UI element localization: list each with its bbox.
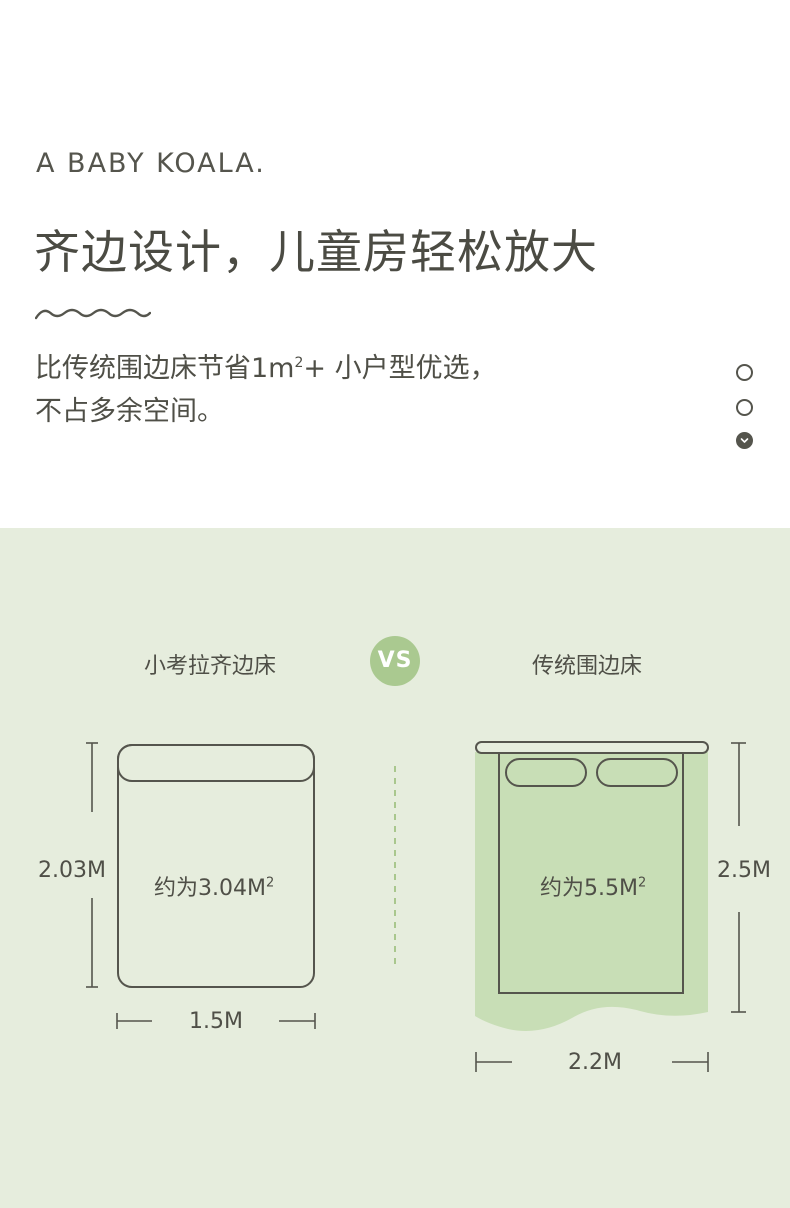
left-width-dimension	[116, 1013, 316, 1029]
pagination-dot-3[interactable]	[736, 432, 753, 449]
pagination-dot-2[interactable]	[736, 399, 753, 416]
left-width-label: 1.5M	[189, 1009, 243, 1034]
right-length-label: 2.5M	[717, 858, 771, 883]
right-bed-pillow-right	[596, 758, 678, 787]
right-bed-illustration	[475, 741, 709, 1031]
left-bed-headboard	[117, 744, 315, 782]
vs-badge: VS	[370, 636, 420, 686]
right-area-label: 约为5.5M2	[540, 875, 647, 901]
right-bed-floor-area	[475, 752, 708, 1031]
wave-divider	[35, 308, 151, 320]
right-bed-headboard	[475, 741, 709, 754]
left-length-label: 2.03M	[38, 858, 106, 883]
right-bed-mattress	[498, 752, 684, 994]
description-line-2: 不占多余空间。	[35, 396, 224, 427]
left-bed-illustration	[117, 744, 315, 988]
page-title: 齐边设计，儿童房轻松放大	[34, 225, 598, 279]
chevron-down-icon	[740, 438, 749, 443]
right-width-label: 2.2M	[568, 1050, 622, 1075]
right-width-dimension	[475, 1052, 709, 1072]
right-bed-title: 传统围边床	[532, 654, 643, 679]
brand-logo: A BABY KOALA.	[36, 148, 266, 179]
pagination-dot-1[interactable]	[736, 364, 753, 381]
right-bed-pillow-left	[505, 758, 587, 787]
left-bed-title: 小考拉齐边床	[144, 654, 277, 679]
left-area-label: 约为3.04M2	[154, 875, 275, 901]
description-line-1: 比传统围边床节省1m2+ 小户型优选，	[35, 353, 497, 384]
left-length-dimension	[86, 742, 98, 988]
right-length-dimension	[731, 742, 746, 1013]
feature-description: 比传统围边床节省1m2+ 小户型优选， 不占多余空间。	[35, 342, 497, 433]
